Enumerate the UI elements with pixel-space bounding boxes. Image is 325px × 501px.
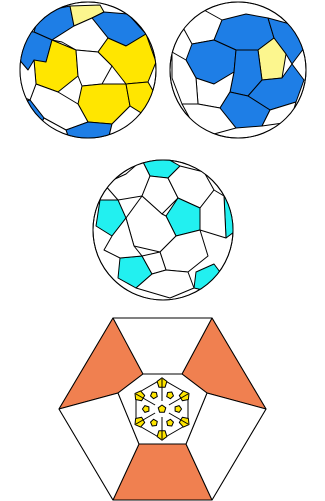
truncated-icosahedron-hexagons-ball <box>16 2 156 142</box>
schlegel-diagram <box>59 318 266 500</box>
soccer-ball-cyan-pentagons <box>93 158 234 300</box>
truncated-icosahedron-pentagon-ball <box>170 2 306 138</box>
